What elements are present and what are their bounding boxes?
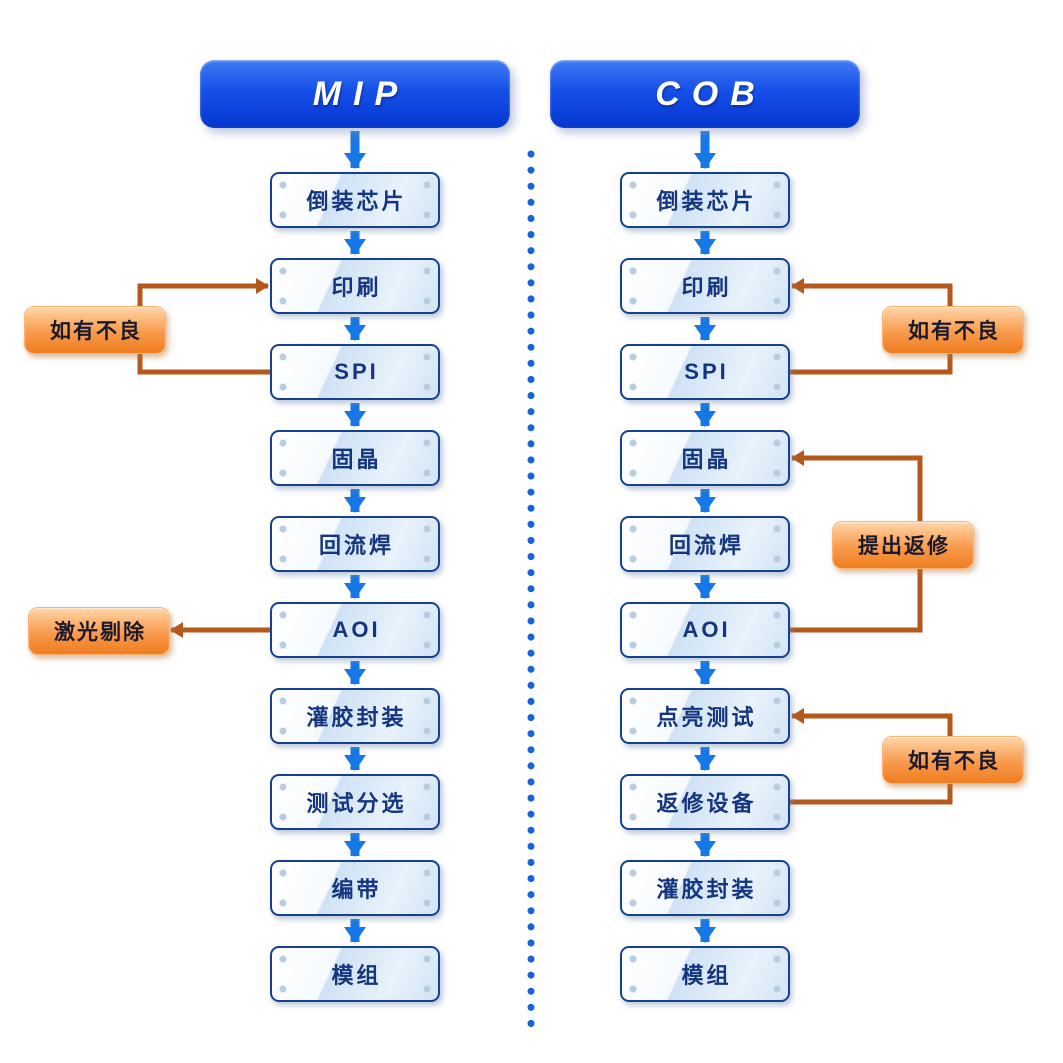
cob-step-lighting-test: 点亮测试: [620, 688, 790, 744]
cob-step-printing: 印刷: [620, 258, 790, 314]
mip-step-aoi: AOI: [270, 602, 440, 658]
mip-step-die-bond: 固晶: [270, 430, 440, 486]
cob-step-encapsulation: 灌胶封装: [620, 860, 790, 916]
mip-step-taping: 编带: [270, 860, 440, 916]
mip-step-reflow: 回流焊: [270, 516, 440, 572]
mip-step-encapsulation: 灌胶封装: [270, 688, 440, 744]
mip-step-module: 模组: [270, 946, 440, 1002]
cob-step-rework-equipment: 返修设备: [620, 774, 790, 830]
cob-step-spi: SPI: [620, 344, 790, 400]
loop-arrows: [137, 278, 953, 805]
mip-step-flip-chip: 倒装芯片: [270, 172, 440, 228]
cob-defect-note-bottom: 如有不良: [882, 736, 1024, 784]
cob-step-die-bond: 固晶: [620, 430, 790, 486]
cob-defect-note-top: 如有不良: [882, 306, 1024, 354]
cob-step-flip-chip: 倒装芯片: [620, 172, 790, 228]
mip-step-printing: 印刷: [270, 258, 440, 314]
cob-header: COB: [550, 60, 860, 128]
mip-header: MIP: [200, 60, 510, 128]
mip-step-spi: SPI: [270, 344, 440, 400]
cob-step-reflow: 回流焊: [620, 516, 790, 572]
cob-rework-note: 提出返修: [832, 521, 974, 569]
mip-defect-note: 如有不良: [24, 306, 166, 354]
laser-removal-note: 激光剔除: [28, 607, 170, 655]
cob-step-aoi: AOI: [620, 602, 790, 658]
cob-step-module: 模组: [620, 946, 790, 1002]
mip-step-test-sorting: 测试分选: [270, 774, 440, 830]
